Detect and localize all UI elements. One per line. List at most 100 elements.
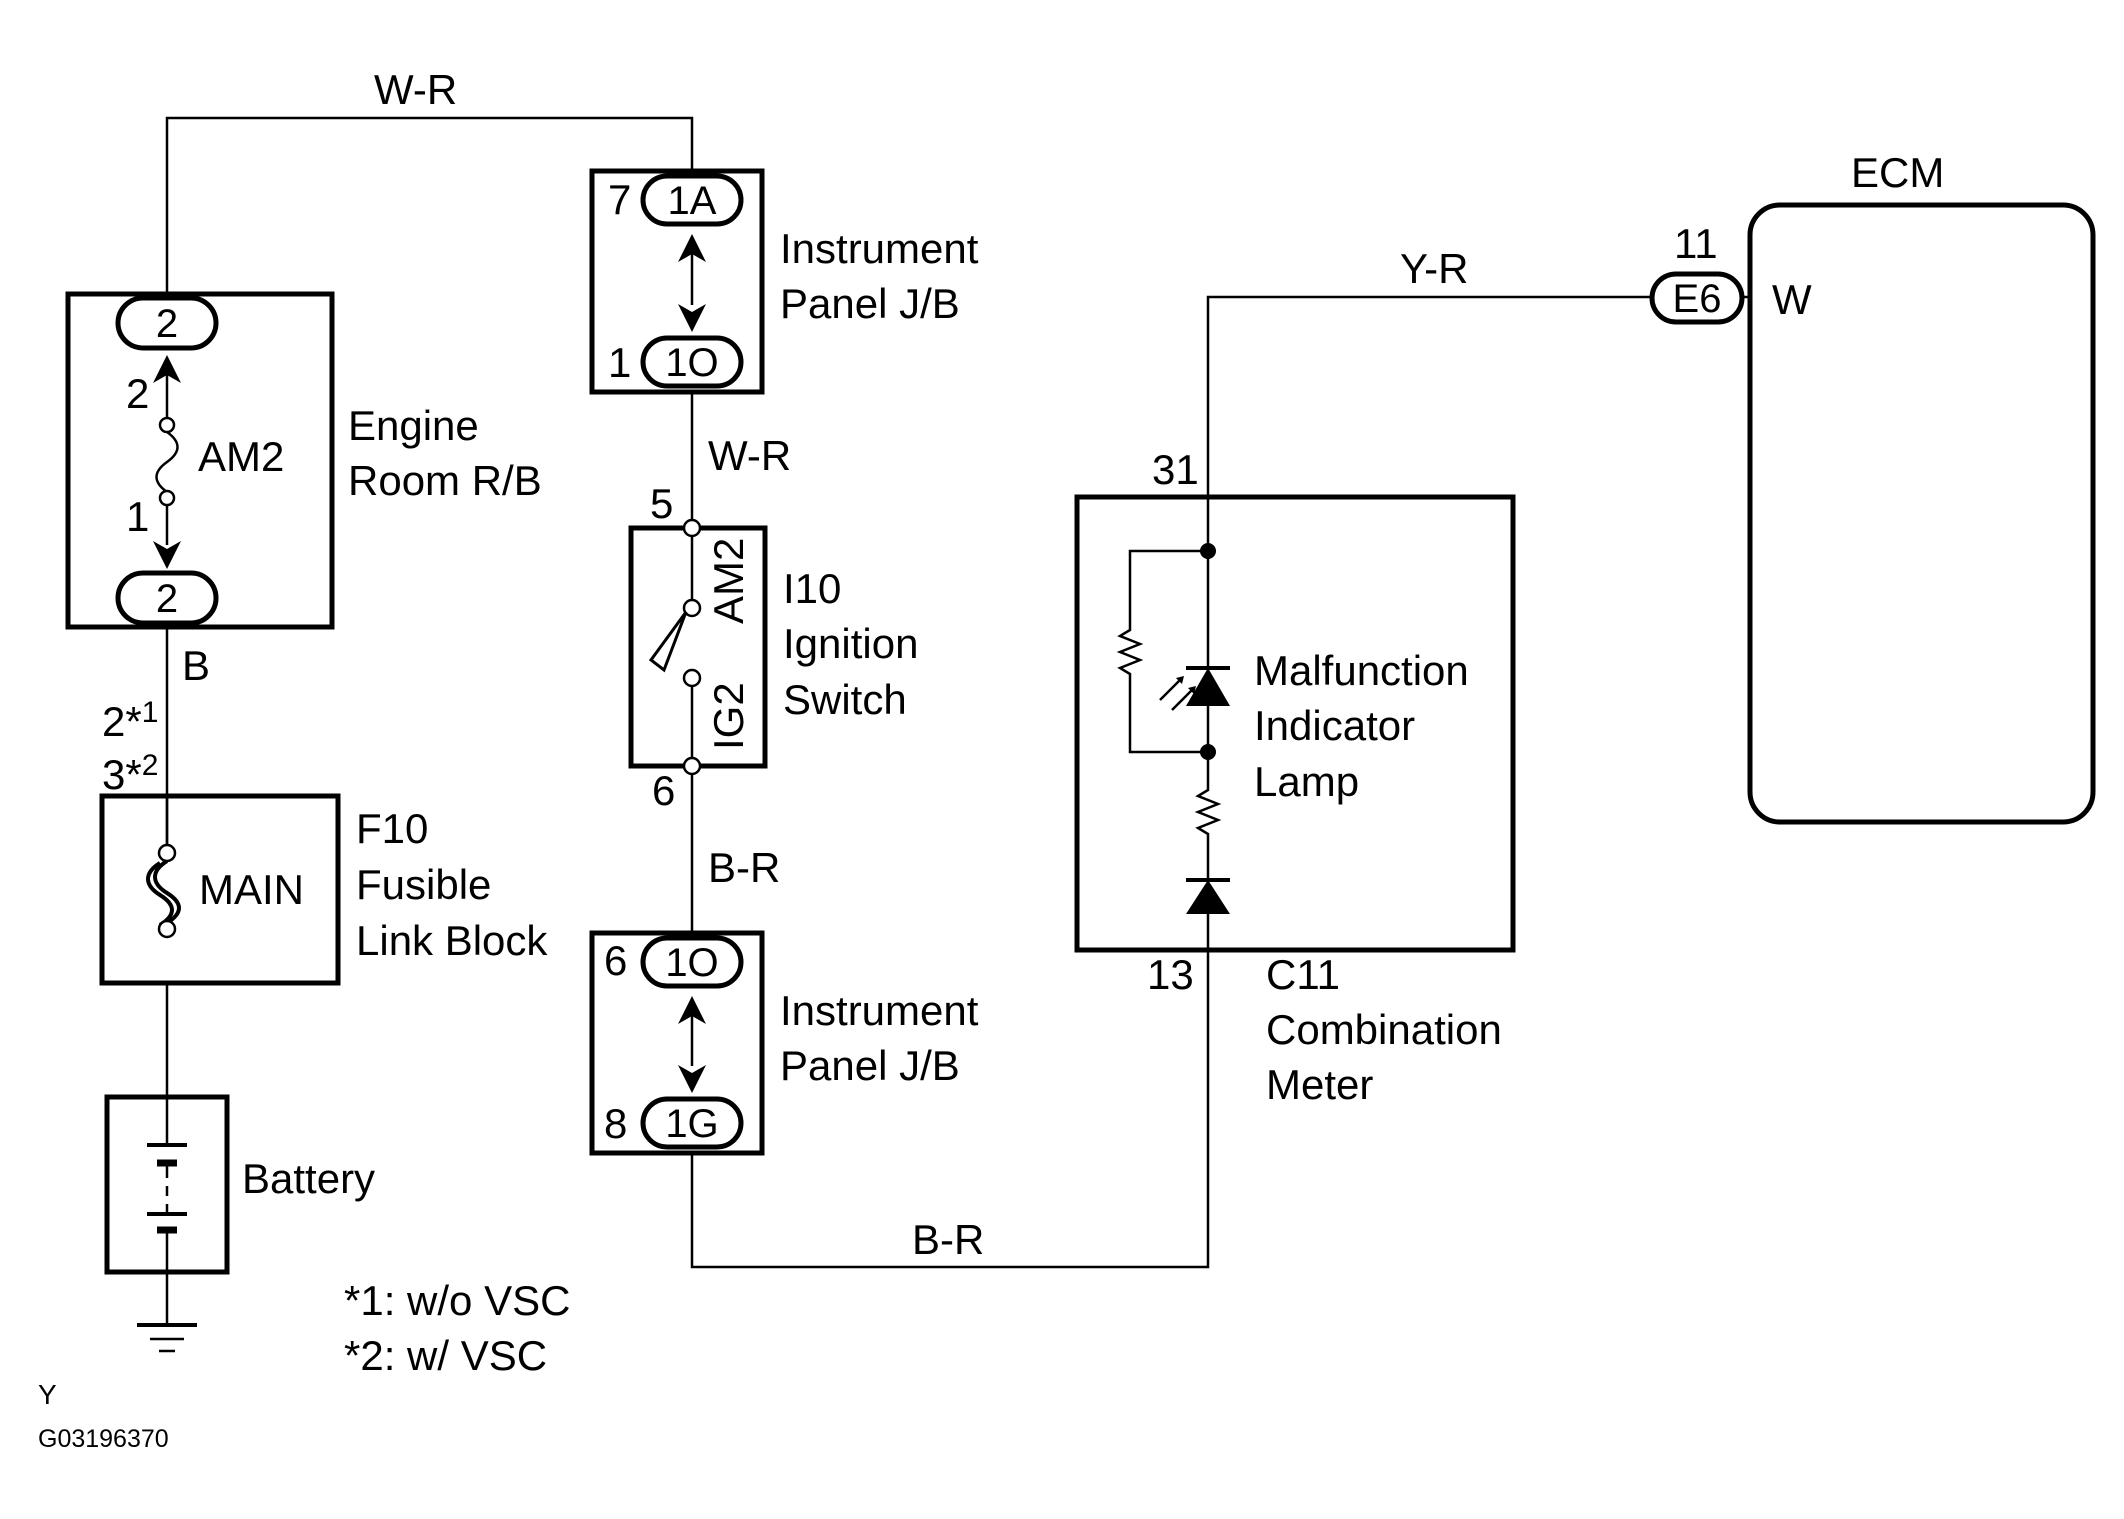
arrow-down-icon [678,304,706,332]
led-icon [1186,668,1230,706]
engine-room-box [65,291,335,630]
ignition-pin-6-terminal [682,756,702,776]
mil-label-1: Malfunction [1254,647,1469,694]
ignition-name-2: Switch [783,676,907,723]
wire-label-b: B [182,642,210,689]
arrow-up-icon [678,234,706,262]
ecm-connector-label: E6 [1673,277,1722,321]
ignition-pin-top: 5 [650,480,673,527]
light-emission-arrows [1176,676,1196,694]
ignition-pin-bottom: 6 [652,767,675,814]
ignition-pin-5-terminal [682,518,702,538]
ignition-contact-ig2 [682,668,702,688]
arrow-down-icon [678,1065,706,1093]
wire-label-ign-ip: B-R [708,844,780,891]
ecm-pin: 11 [1674,220,1718,267]
arrow-up-icon [153,355,181,383]
ip-jb-upper: 1A 1O 7 1 [589,168,765,395]
fusible-pin-b: 3*2 [102,749,158,798]
combination-meter-box [1074,494,1516,953]
battery [104,1094,230,1353]
ignition-switch: AM2 IG2 5 6 [628,480,768,814]
ip-jb-upper-bottom-connector [640,335,744,389]
light-emission-icon [1159,679,1193,711]
meter-pin-top: 31 [1152,446,1199,493]
ip-jb-upper-top-connector [640,173,744,227]
ip-jb-upper-bottom-pin: 1 [608,339,631,386]
engine-room-name-1: Engine [348,402,479,449]
wire-label-ip-ign: W-R [708,432,791,479]
fusible-pin-a: 2*1 [102,696,158,745]
main-fuse-icon-outline [146,861,174,927]
ip-jb-lower-bottom-connector-label: 1G [665,1102,718,1146]
ip-jb-upper-top-connector-label: 1A [668,179,717,223]
combination-meter: Malfunction Indicator Lamp [1074,494,1516,953]
ip-jb-lower-box [589,930,765,1156]
am2-fuse-icon [155,430,179,494]
engine-room-bottom-connector-label: 2 [156,577,178,621]
junction-dot [1200,744,1216,760]
ip-jb-lower-bottom-pin: 8 [604,1100,627,1147]
ip-jb-lower: 1O 1G 6 8 [589,930,765,1156]
ignition-contact-am2 [682,598,702,618]
fusible-link-name-2: Link Block [356,917,548,964]
ground-icon-lines [150,1337,184,1353]
ecm-wire-color: W [1772,276,1812,323]
figure-id: G03196370 [38,1425,169,1453]
ip-jb-lower-top-connector-label: 1O [665,941,718,985]
meter-name-2: Meter [1266,1061,1373,1108]
wire-ecm-feed [1206,295,1658,497]
ip-jb-upper-top-pin: 7 [608,176,631,223]
fuse-terminal-bottom [158,489,176,507]
ignition-contact-am2-label: AM2 [705,538,752,624]
engine-room-top-connector [115,295,219,351]
note-2: *2: w/ VSC [344,1332,547,1379]
mil-label-2: Indicator [1254,702,1415,749]
ip-jb-upper-box [589,168,765,395]
wire-label-top: W-R [374,66,457,113]
switch-lever-icon [648,611,688,673]
ecm-label: ECM [1851,149,1944,196]
battery-label: Battery [242,1155,375,1202]
am2-pin-top: 2 [126,370,149,417]
ip-jb-lower-bottom-connector [640,1096,744,1150]
meter-resistor-icon [1194,752,1222,880]
engine-room-name-2: Room R/B [348,457,542,504]
main-fuse-icon [153,859,181,925]
ip-jb-lower-name-1: Instrument [780,987,979,1034]
wire-bottom-b-r [690,950,1210,1269]
meter-name-1: Combination [1266,1006,1502,1053]
fusible-link-box [99,793,341,986]
fusible-link-code: F10 [356,805,428,852]
main-terminal-top [157,843,177,863]
ignition-name-1: Ignition [783,620,918,667]
ecm: E6 [1649,202,2096,825]
ip-jb-lower-top-pin: 6 [604,937,627,984]
arrow-down-icon [153,541,181,569]
wire-label-bottom: B-R [912,1216,984,1263]
wire-top-w-r [165,116,694,294]
engine-room-bottom-connector [115,570,219,626]
meter-pin-bottom: 13 [1147,951,1194,998]
main-fuse-label: MAIN [199,866,304,913]
ecm-box [1747,202,2096,825]
engine-room-top-connector-label: 2 [156,302,178,346]
junction-dot [1200,543,1216,559]
note-1: *1: w/o VSC [344,1277,570,1324]
footer-letter: Y [38,1379,57,1410]
ip-jb-lower-top-connector [640,935,744,989]
arrow-up-icon [678,996,706,1024]
parallel-resistor-icon [1116,549,1208,754]
meter-code: C11 [1266,951,1340,998]
ip-jb-upper-name-1: Instrument [780,225,979,272]
engine-room-relay-block: 2 2 2 1 AM2 [65,291,335,630]
wire-label-ecm: Y-R [1400,245,1468,292]
diode-icon [1186,880,1230,914]
mil-label-3: Lamp [1254,758,1359,805]
am2-pin-bottom: 1 [126,493,149,540]
am2-fuse-label: AM2 [198,433,284,480]
ignition-contact-ig2-label: IG2 [705,682,752,750]
ip-jb-lower-name-2: Panel J/B [780,1042,960,1089]
wires [165,116,1658,1269]
